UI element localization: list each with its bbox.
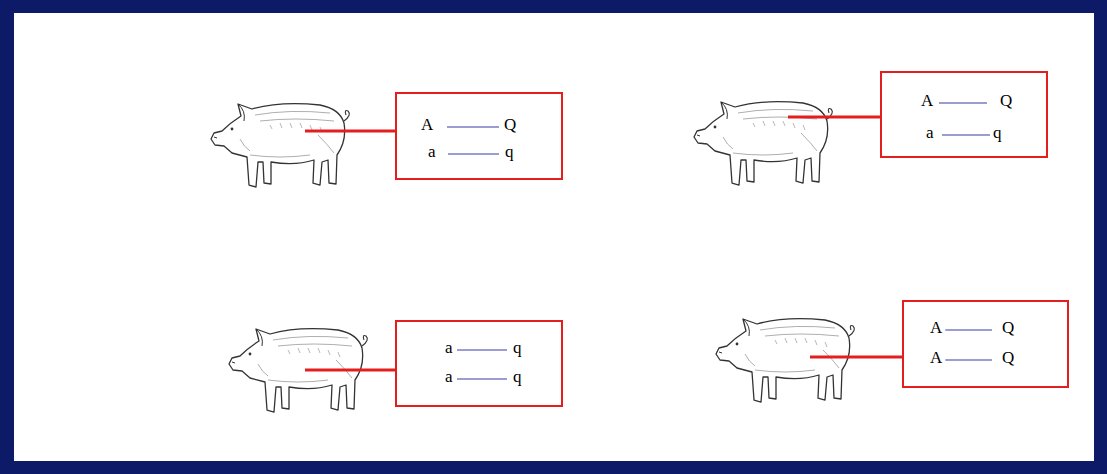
chromosome-line [945, 359, 992, 360]
chromosome-lines [882, 73, 1050, 160]
allele-label: q [993, 124, 1002, 143]
allele-label: A [930, 349, 942, 368]
genotype-box: A Qa q [395, 92, 563, 180]
allele-label: a [926, 124, 934, 143]
chromosome-line [945, 329, 992, 330]
allele-label: Q [1002, 319, 1014, 338]
genotype-box: A Q A Q [902, 300, 1069, 388]
allele-label: Q [1002, 349, 1014, 368]
allele-label: a [445, 339, 453, 358]
pig-drawing [211, 104, 349, 187]
allele-label: a [428, 143, 436, 162]
chromosome-line [942, 134, 990, 135]
leader-line [305, 130, 396, 133]
chromosome-lines [397, 94, 565, 182]
chromosome-line [939, 102, 987, 103]
allele-label: A [421, 116, 433, 135]
chromosome-line [457, 349, 507, 350]
chromosome-line [447, 126, 499, 127]
allele-label: A [921, 92, 933, 111]
pig-drawing [716, 319, 854, 402]
chromosome-line [448, 153, 499, 154]
allele-label: Q [504, 116, 516, 135]
leader-line [788, 116, 881, 119]
chromosome-line [457, 378, 507, 379]
chromosome-lines [397, 322, 565, 409]
allele-label: q [505, 143, 514, 162]
leader-line [810, 356, 903, 359]
pig-drawing [694, 102, 832, 185]
allele-label: Q [1000, 92, 1012, 111]
allele-label: q [513, 368, 522, 387]
allele-label: q [513, 339, 522, 358]
chromosome-lines [904, 302, 1071, 390]
genotype-box: a q a q [395, 320, 563, 407]
genotype-box: A Qa q [880, 71, 1048, 158]
allele-label: A [930, 319, 942, 338]
allele-label: a [445, 368, 453, 387]
leader-line [305, 369, 396, 372]
